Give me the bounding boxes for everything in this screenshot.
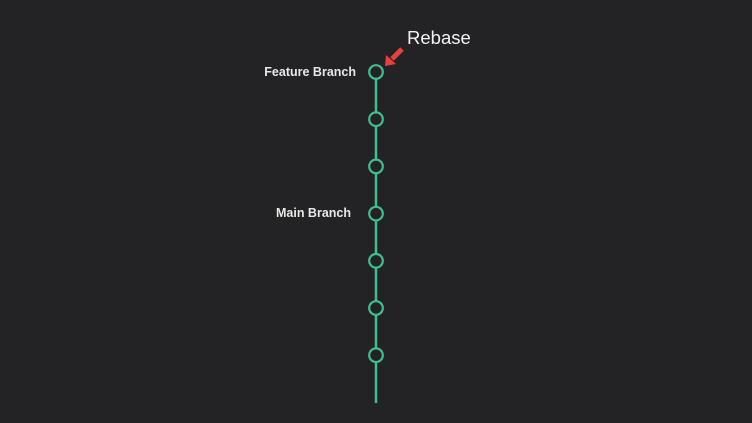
commit-node bbox=[368, 158, 384, 175]
main-branch-label: Main Branch bbox=[275, 206, 351, 220]
commit-node bbox=[368, 300, 384, 316]
commit-node bbox=[368, 252, 384, 269]
commit-nodes bbox=[368, 64, 384, 364]
commit-node bbox=[368, 64, 384, 80]
commit-node bbox=[368, 205, 384, 222]
commit-node bbox=[368, 111, 384, 128]
arrow-pointing-down-left-icon bbox=[385, 47, 404, 66]
commit-node bbox=[368, 347, 384, 364]
rebase-label: Rebase bbox=[407, 27, 471, 48]
feature-branch-label: Feature Branch bbox=[264, 65, 356, 79]
